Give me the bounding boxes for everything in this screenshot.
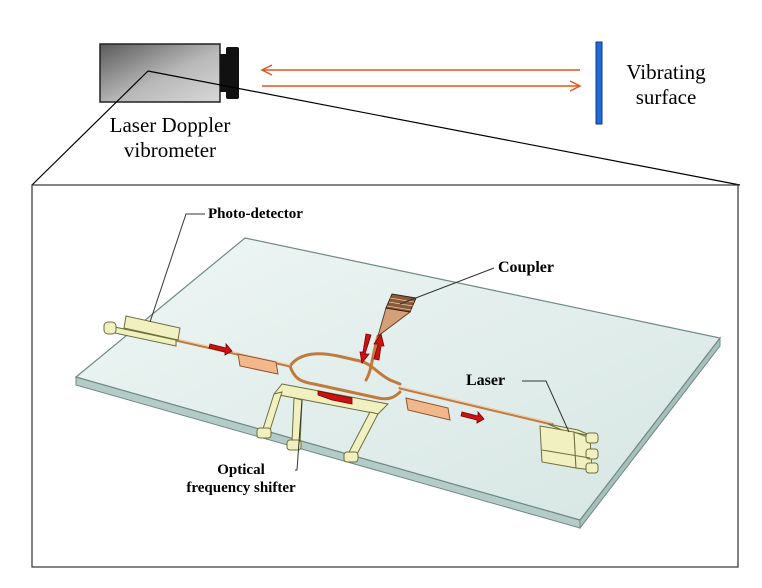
shifter-foot-right [343,451,359,463]
laser-contact-3 [585,462,599,474]
photo-detector-contact [103,321,117,335]
leader-lines [149,213,570,471]
arrow-coupler-up [373,333,385,361]
modulator-left [237,353,279,375]
frequency-shifter-label: Optical frequency shifter [186,461,296,497]
arrow-from-laser [460,410,485,424]
vibrometer-lens [226,47,239,99]
frequency-shifter-label-line2: frequency shifter [186,480,296,496]
shifter-foot-mid [286,439,302,451]
shifter-foot-left [256,427,272,439]
light-direction-arrows [208,333,485,424]
frequency-shifter-label-line1: Optical [217,462,265,478]
laser-contact-1 [585,432,599,444]
laser-label: Laser [466,372,506,389]
reflected-beam-arrowhead [260,64,273,76]
arrow-coupler-down [359,333,372,364]
coupler-label: Coupler [498,259,554,276]
modulator-right [405,397,451,421]
photo-detector-pad [123,315,181,341]
laser-waveguide [398,386,554,426]
arrow-to-detector [208,342,233,356]
shifter-leader [295,399,303,471]
phase-modulators [237,353,451,421]
zoom-line-left [31,70,149,186]
vibrating-surface-bar [595,41,603,125]
laser-contact-2 [585,448,599,460]
emitted-beam-arrowhead [569,80,582,92]
zoom-line-right [147,70,741,186]
lower-arm-waveguide [288,364,402,401]
laser-beams [260,64,582,92]
photo-detector-leader [149,213,205,323]
photo-detector-label: Photo-detector [208,206,303,222]
vibrating-surface-label: Vibrating surface [614,60,718,110]
laser-body [539,425,577,469]
vibrometer-label: Laser Doppler vibrometer [96,113,244,163]
upper-arm-waveguide [288,352,402,386]
photo-detector-device [103,315,181,347]
vibrometer-label-line2: vibrometer [123,138,217,162]
coupler-leader [399,267,495,305]
arrow-shifter [317,390,353,405]
vibrating-surface-label-line2: surface [635,85,697,109]
vibrometer-lens-mount [220,54,226,92]
vibrometer-label-line1: Laser Doppler [109,113,231,137]
laser-doppler-vibrometer [99,43,239,103]
laser-device [539,423,599,474]
vibrating-surface-label-line1: Vibrating [626,60,706,84]
laser-leader [522,380,570,433]
